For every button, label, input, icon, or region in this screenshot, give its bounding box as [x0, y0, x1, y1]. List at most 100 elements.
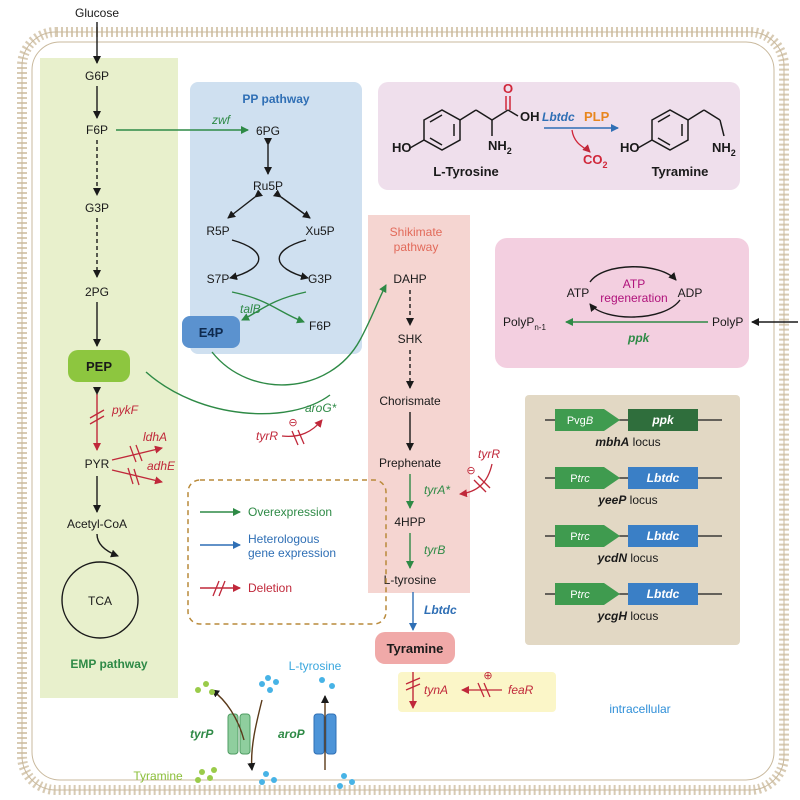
ldha-arrow: [111, 445, 163, 461]
tca-label: TCA: [88, 594, 112, 608]
prephenate-label: Prephenate: [379, 456, 441, 470]
fear-plus: ⊕: [483, 670, 492, 682]
pep-dahp-arrow: [145, 371, 331, 415]
atp-adp-arc: [589, 266, 677, 283]
ltyrosine-molecules: [259, 675, 355, 789]
shikimate-title-2: pathway: [394, 240, 439, 254]
locus-label: yeeP locus: [597, 493, 657, 507]
gene-label: Lbtdc: [647, 529, 680, 543]
locus-label: mbhA locus: [595, 435, 660, 449]
gene-label: ppk: [651, 413, 675, 427]
promoter-label: PvgB: [567, 415, 593, 427]
tyramine-molecules: [195, 681, 217, 783]
atp-regen-1: ATP: [623, 277, 645, 291]
ltyrosine-structure: [409, 109, 519, 151]
promoter-label: Ptrc: [570, 589, 590, 601]
ldha-label: ldhA: [143, 430, 167, 444]
pp-title: PP pathway: [242, 92, 309, 106]
transketolase-cross-2: [278, 239, 309, 281]
gene-box: [628, 583, 698, 605]
nh2-left: NH2: [488, 138, 512, 156]
tyrr-right-label: tyrR: [478, 447, 500, 461]
gene-box: [628, 525, 698, 547]
ru5p-xu5p-arrow: [272, 189, 311, 219]
tyrp-tyramine-out: [211, 689, 245, 741]
acetylcoa-label: Acetyl-CoA: [67, 517, 127, 531]
polyp-left: PolyPn-1: [503, 315, 546, 332]
legend-hetero-1: Heterologous: [248, 532, 319, 546]
promoter-arrow: [555, 583, 620, 605]
promoter-arrow: [555, 467, 620, 489]
lbtdc-pathway-label: Lbtdc: [424, 603, 457, 617]
g3p-pp-label: G3P: [308, 272, 332, 286]
gene-box: [628, 409, 698, 431]
co2-label: CO2: [583, 152, 608, 170]
locus-construct: PvgB ppk mbhA locus: [545, 409, 722, 449]
tyrr-right-deletion-mark: [473, 475, 491, 493]
shikimate-panel: [368, 215, 470, 593]
s7p-label: S7P: [207, 272, 230, 286]
locus-construct: Ptrc Lbtdc ycgH locus: [545, 583, 722, 623]
talb-label: talB: [240, 302, 261, 316]
locus-panel: [525, 395, 740, 645]
tyna-panel: [398, 672, 556, 712]
adhe-label: adhE: [147, 459, 176, 473]
fear-deletion-mark: [477, 682, 491, 698]
gene-label: Lbtdc: [647, 587, 680, 601]
tyrr-right-minus: ⊖: [466, 465, 475, 477]
promoter-label: Ptrc: [570, 473, 590, 485]
tyramine-product-label: Tyramine: [652, 164, 709, 179]
tyramine-reaction-panel: [378, 82, 740, 190]
tyrr-right-arrow: [459, 463, 493, 498]
legend-box: [187, 479, 387, 625]
talb-cross-1: [231, 291, 305, 324]
ho-right: HO: [620, 140, 640, 155]
lbtdc-enzyme-label: Lbtdc: [542, 110, 575, 124]
arog-label: aroG*: [305, 401, 337, 415]
2pg-label: 2PG: [85, 285, 109, 299]
tyra-label: tyrA*: [424, 483, 450, 497]
plp-label: PLP: [584, 109, 610, 124]
tyrp-transporter: [227, 713, 251, 755]
atp-panel: [495, 238, 749, 368]
polyp-right: PolyP: [712, 315, 743, 329]
e4p-label: E4P: [199, 325, 224, 340]
transport-ltyrosine-label: L-tyrosine: [289, 659, 342, 673]
f6p-label: F6P: [86, 123, 108, 137]
glucose-label: Glucose: [75, 6, 119, 20]
tyna-deletion-mark: [405, 677, 421, 691]
atp-label: ATP: [567, 286, 589, 300]
legend-deletion-mark: [212, 580, 226, 597]
adhe-arrow: [111, 469, 163, 485]
tyrr-left-arrow: [281, 419, 323, 438]
tyrp-label: tyrP: [190, 727, 214, 741]
shikimate-title-1: Shikimate: [390, 225, 443, 239]
ho-left: HO: [392, 140, 412, 155]
locus-label: ycdN locus: [597, 551, 659, 565]
locus-label: ycgH locus: [597, 609, 659, 623]
ppk-label: ppk: [627, 331, 651, 345]
arop-label: aroP: [278, 727, 306, 741]
shk-label: SHK: [398, 332, 423, 346]
tyrr-left-deletion-mark: [291, 429, 305, 446]
g3p-label: G3P: [85, 201, 109, 215]
chorismate-label: Chorismate: [379, 394, 441, 408]
dahp-label: DAHP: [393, 272, 426, 286]
ltyrosine-substrate-label: L-Tyrosine: [433, 164, 499, 179]
arop-transporter: [313, 713, 337, 755]
intracellular-label: intracellular: [609, 702, 670, 716]
ru5p-label: Ru5P: [253, 179, 283, 193]
adp-atp-arc: [589, 299, 681, 318]
legend-overexpression: Overexpression: [248, 505, 332, 519]
locus-construct: Ptrc Lbtdc ycdN locus: [545, 525, 722, 565]
e4p-node: [182, 316, 240, 348]
ru5p-r5p-arrow: [227, 189, 263, 219]
promoter-label: Ptrc: [570, 531, 590, 543]
talb-cross-2: [241, 291, 307, 321]
pykf-deletion-mark: [89, 409, 105, 425]
legend-hetero-2: gene expression: [248, 546, 336, 560]
xu5p-label: Xu5P: [305, 224, 334, 238]
